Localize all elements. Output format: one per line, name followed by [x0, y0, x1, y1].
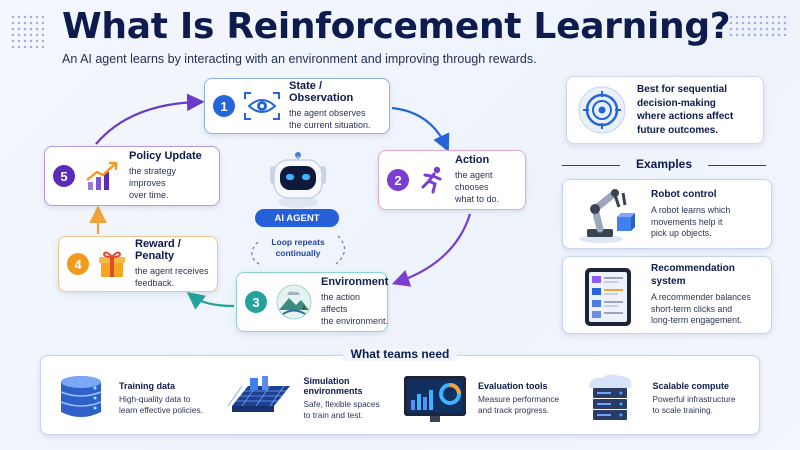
chart-up-icon — [81, 156, 123, 196]
step-title: Action — [455, 154, 490, 167]
step-desc-line1: the action affects — [321, 292, 361, 315]
loop-text-line1: Loop repeats — [271, 237, 325, 247]
need-title-line2: environments — [303, 385, 363, 396]
step-number: 2 — [387, 169, 409, 191]
example-title: Robot control — [651, 188, 717, 200]
arrow-action-to-environment — [391, 213, 472, 287]
landscape-icon — [273, 282, 315, 322]
best-for-card: Best for sequential decision-making wher… — [566, 76, 764, 144]
need-desc-line2: and track progress. — [478, 404, 550, 415]
what-teams-need-panel: Training data High-quality data to learn… — [40, 355, 760, 435]
running-person-icon — [415, 160, 449, 200]
need-desc-line1: Safe, flexible spaces — [303, 398, 380, 409]
dashboard-icon — [400, 372, 470, 424]
example-robot-control: Robot control A robot learns which movem… — [562, 179, 772, 249]
page-subtitle: An AI agent learns by interacting with a… — [62, 52, 537, 66]
loop-arrows — [89, 93, 472, 310]
need-desc-line1: Measure performance — [478, 393, 560, 404]
step-title: Environment — [321, 276, 389, 289]
best-for-line1: Best for sequential — [637, 84, 728, 95]
what-teams-need-title: What teams need — [342, 347, 458, 361]
decorative-dots-right — [728, 14, 788, 38]
example-recommendation-system: Recommendation system A recommender bala… — [562, 256, 772, 334]
step-desc-line2: what to do. — [455, 193, 500, 204]
what-teams-need-heading: What teams need — [290, 347, 510, 361]
arrow-policy-to-observation — [95, 93, 205, 145]
need-title: Scalable compute — [652, 380, 730, 391]
need-desc-line2: to scale training. — [652, 404, 713, 415]
best-for-line3: where actions affect — [637, 111, 734, 122]
page-title: What Is Reinforcement Learning? — [62, 6, 731, 47]
server-cloud-icon — [575, 372, 645, 424]
step-number: 1 — [213, 95, 235, 117]
tablet-icon — [571, 264, 643, 326]
need-evaluation-tools: Evaluation tools Measure performance and… — [400, 372, 575, 424]
step-environment: 3 Environment the action affects the env… — [236, 272, 388, 332]
example-desc-line2: movements help it — [651, 216, 723, 227]
step-desc-line2: over time. — [129, 189, 169, 200]
eye-icon — [241, 86, 283, 126]
robot-head-icon — [270, 152, 326, 208]
example-desc-line1: A recommender balances — [651, 292, 751, 303]
loop-dashed-right — [335, 235, 346, 265]
decorative-dots — [10, 14, 44, 48]
loop-text-line2: continually — [275, 248, 321, 259]
target-icon — [577, 85, 627, 135]
best-for-line2: decision-making — [637, 97, 716, 109]
need-desc-line1: Powerful infrastructure — [652, 393, 736, 404]
ai-agent-label: AI AGENT — [255, 209, 339, 227]
step-state-observation: 1 State / Observation the agent observes… — [204, 78, 390, 134]
example-title-line1: Recommendation — [651, 263, 735, 275]
example-desc-line2: short-term clicks and — [651, 303, 733, 314]
step-desc-line1: the agent chooses — [455, 170, 493, 193]
step-number: 5 — [53, 165, 75, 187]
example-title-line2: system — [651, 275, 686, 287]
need-title-line1: Simulation — [303, 375, 350, 386]
need-scalable-compute: Scalable compute Powerful infrastructure… — [575, 372, 750, 424]
step-action: 2 Action the agent chooses what to do. — [378, 150, 526, 210]
need-title: Training data — [119, 380, 176, 391]
step-reward-penalty: 4 Reward / Penalty the agent receives fe… — [58, 236, 218, 292]
need-desc-line2: to train and test. — [303, 409, 364, 420]
arrow-environment-to-reward — [186, 291, 235, 310]
grid-simulation-icon — [226, 372, 296, 424]
example-desc-line3: long-term engagement. — [651, 315, 742, 326]
step-number: 4 — [67, 253, 89, 275]
need-simulation-environments: Simulation environments Safe, flexible s… — [226, 372, 401, 424]
database-icon — [51, 372, 111, 424]
step-desc-line1: the agent observes — [289, 108, 366, 119]
need-desc-line1: High-quality data to — [119, 393, 191, 404]
need-training-data: Training data High-quality data to learn… — [51, 372, 226, 424]
gift-icon — [95, 244, 129, 284]
robot-arm-icon — [571, 183, 643, 245]
step-desc-line2: the environment. — [321, 315, 389, 326]
step-title: Reward / Penalty — [135, 238, 181, 263]
example-desc-line3: pick up objects. — [651, 227, 712, 238]
example-desc-line1: A robot learns which — [651, 205, 731, 216]
best-for-line4: future outcomes. — [637, 124, 719, 136]
step-title: State / Observation — [289, 80, 354, 105]
step-desc-line1: the agent receives — [135, 266, 209, 277]
step-number: 3 — [245, 291, 267, 313]
step-desc-line2: feedback. — [135, 278, 175, 288]
arrow-observation-to-action — [391, 106, 450, 152]
need-title: Evaluation tools — [478, 380, 548, 391]
step-policy-update: 5 Policy Update the strategy improves ov… — [44, 146, 220, 206]
loop-repeats-text: Loop repeats continually — [258, 237, 338, 260]
step-title: Policy Update — [129, 150, 202, 163]
examples-heading: Examples — [556, 157, 772, 171]
step-desc-line2: the current situation. — [289, 120, 371, 130]
step-desc-line1: the strategy improves — [129, 166, 177, 189]
loop-dashed-left — [251, 241, 263, 267]
need-desc-line2: learn effective policies. — [119, 404, 203, 415]
